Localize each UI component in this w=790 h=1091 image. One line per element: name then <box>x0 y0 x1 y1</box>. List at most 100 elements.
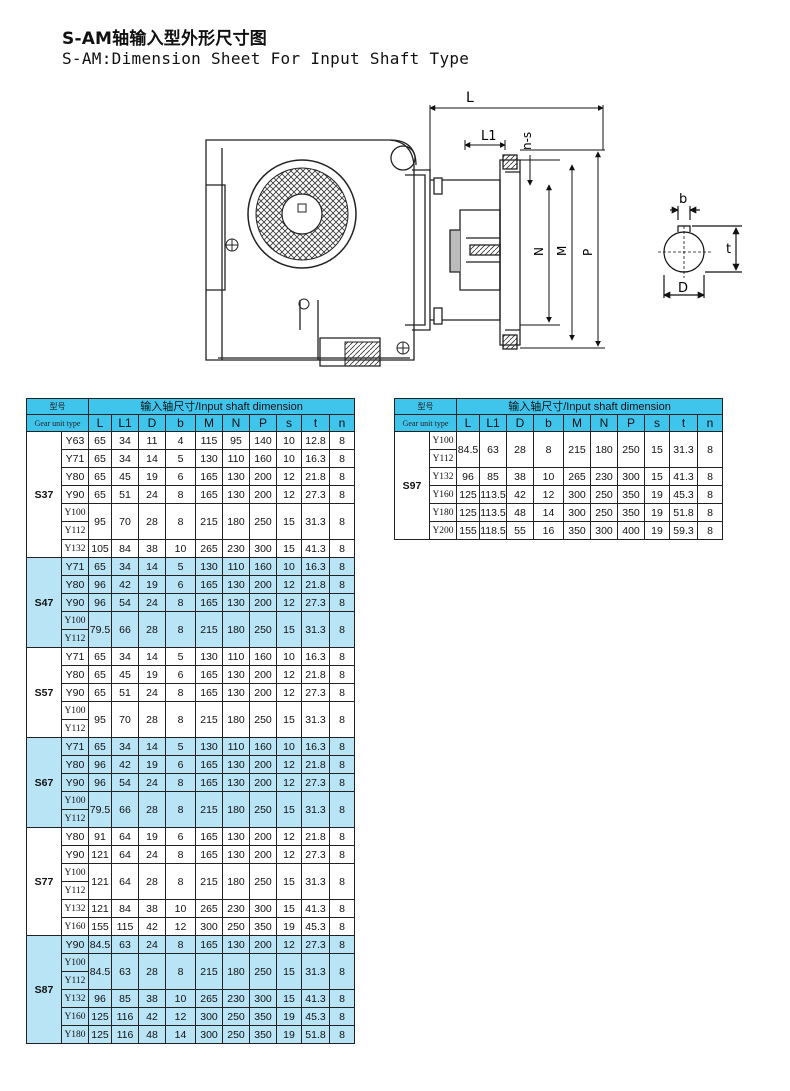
value-cell: 31.3 <box>301 503 330 540</box>
dimension-drawing: L L1 n-s N M P b t D <box>205 90 742 367</box>
value-cell: 96 <box>88 773 112 792</box>
value-cell: 118.5 <box>479 521 507 540</box>
value-cell: 215 <box>195 503 223 540</box>
dimension-lines <box>429 105 605 349</box>
column-header: M <box>563 414 591 432</box>
value-cell: 65 <box>88 431 112 450</box>
value-cell: 230 <box>590 467 618 486</box>
value-cell: 250 <box>249 953 277 990</box>
gear-unit-cell: S87 <box>26 935 62 1044</box>
value-cell: 130 <box>222 773 250 792</box>
value-cell: 15 <box>276 701 302 738</box>
value-cell: 8 <box>328 467 356 486</box>
value-cell: 165 <box>195 827 223 846</box>
value-cell: 350 <box>249 917 277 936</box>
value-cell: 105 <box>88 539 112 558</box>
gear-unit-cell: S37 <box>26 431 62 558</box>
value-cell: 180 <box>590 431 618 468</box>
value-cell: 31.3 <box>301 791 330 828</box>
value-cell: 85 <box>479 467 507 486</box>
table-row: Y112 <box>27 809 355 828</box>
value-cell: 45.3 <box>301 917 330 936</box>
motor-frame-cell: Y112 <box>61 881 89 900</box>
value-cell: 14 <box>533 503 564 522</box>
value-cell: 31.3 <box>301 701 330 738</box>
value-cell: 8 <box>165 701 196 738</box>
motor-frame-cell: Y112 <box>429 449 457 468</box>
value-cell: 200 <box>249 773 277 792</box>
value-cell: 14 <box>165 1025 196 1044</box>
value-cell: 6 <box>165 827 196 846</box>
value-cell: 66 <box>111 611 139 648</box>
value-cell: 200 <box>249 485 277 504</box>
value-cell: 84.5 <box>456 431 480 468</box>
value-cell: 21.8 <box>301 827 330 846</box>
label-L1: L1 <box>481 129 497 144</box>
value-cell: 300 <box>249 899 277 918</box>
value-cell: 230 <box>222 539 250 558</box>
value-cell: 63 <box>111 935 139 954</box>
column-header: t <box>301 414 330 432</box>
value-cell: 16 <box>533 521 564 540</box>
value-cell: 41.3 <box>669 467 698 486</box>
value-cell: 70 <box>111 503 139 540</box>
column-header: L1 <box>479 414 507 432</box>
value-cell: 15 <box>276 539 302 558</box>
motor-frame-cell: Y100 <box>61 791 89 810</box>
value-cell: 16.3 <box>301 647 330 666</box>
value-cell: 34 <box>111 449 139 468</box>
value-cell: 265 <box>195 899 223 918</box>
value-cell: 8 <box>328 683 356 702</box>
value-cell: 65 <box>88 647 112 666</box>
value-cell: 8 <box>165 611 196 648</box>
value-cell: 215 <box>195 953 223 990</box>
value-cell: 8 <box>165 485 196 504</box>
value-cell: 8 <box>533 431 564 468</box>
value-cell: 200 <box>249 827 277 846</box>
column-header: M <box>195 414 223 432</box>
value-cell: 160 <box>249 737 277 756</box>
value-cell: 6 <box>165 665 196 684</box>
value-cell: 12 <box>276 935 302 954</box>
value-cell: 19 <box>138 665 166 684</box>
value-cell: 27.3 <box>301 773 330 792</box>
gear-outer <box>247 159 357 269</box>
value-cell: 51 <box>111 683 139 702</box>
value-cell: 8 <box>165 683 196 702</box>
value-cell: 215 <box>195 863 223 900</box>
value-cell: 130 <box>222 485 250 504</box>
value-cell: 165 <box>195 935 223 954</box>
value-cell: 12 <box>533 485 564 504</box>
header-row-1: 型号输入轴尺寸/Input shaft dimension <box>394 398 724 415</box>
value-cell: 24 <box>138 485 166 504</box>
value-cell: 200 <box>249 575 277 594</box>
value-cell: 165 <box>195 755 223 774</box>
value-cell: 45.3 <box>669 485 698 504</box>
value-cell: 130 <box>222 467 250 486</box>
value-cell: 300 <box>590 521 618 540</box>
value-cell: 165 <box>195 773 223 792</box>
value-cell: 130 <box>195 647 223 666</box>
value-cell: 180 <box>222 953 250 990</box>
value-cell: 65 <box>88 467 112 486</box>
value-cell: 24 <box>138 845 166 864</box>
motor-frame-cell: Y80 <box>61 575 89 594</box>
value-cell: 19 <box>644 521 670 540</box>
motor-frame-cell: Y100 <box>61 503 89 522</box>
value-cell: 95 <box>222 431 250 450</box>
value-cell: 28 <box>138 701 166 738</box>
value-cell: 130 <box>195 737 223 756</box>
value-cell: 79.5 <box>88 791 112 828</box>
value-cell: 121 <box>88 899 112 918</box>
value-cell: 10 <box>165 899 196 918</box>
title-cn: S-AM轴输入型外形尺寸图 <box>62 29 267 49</box>
